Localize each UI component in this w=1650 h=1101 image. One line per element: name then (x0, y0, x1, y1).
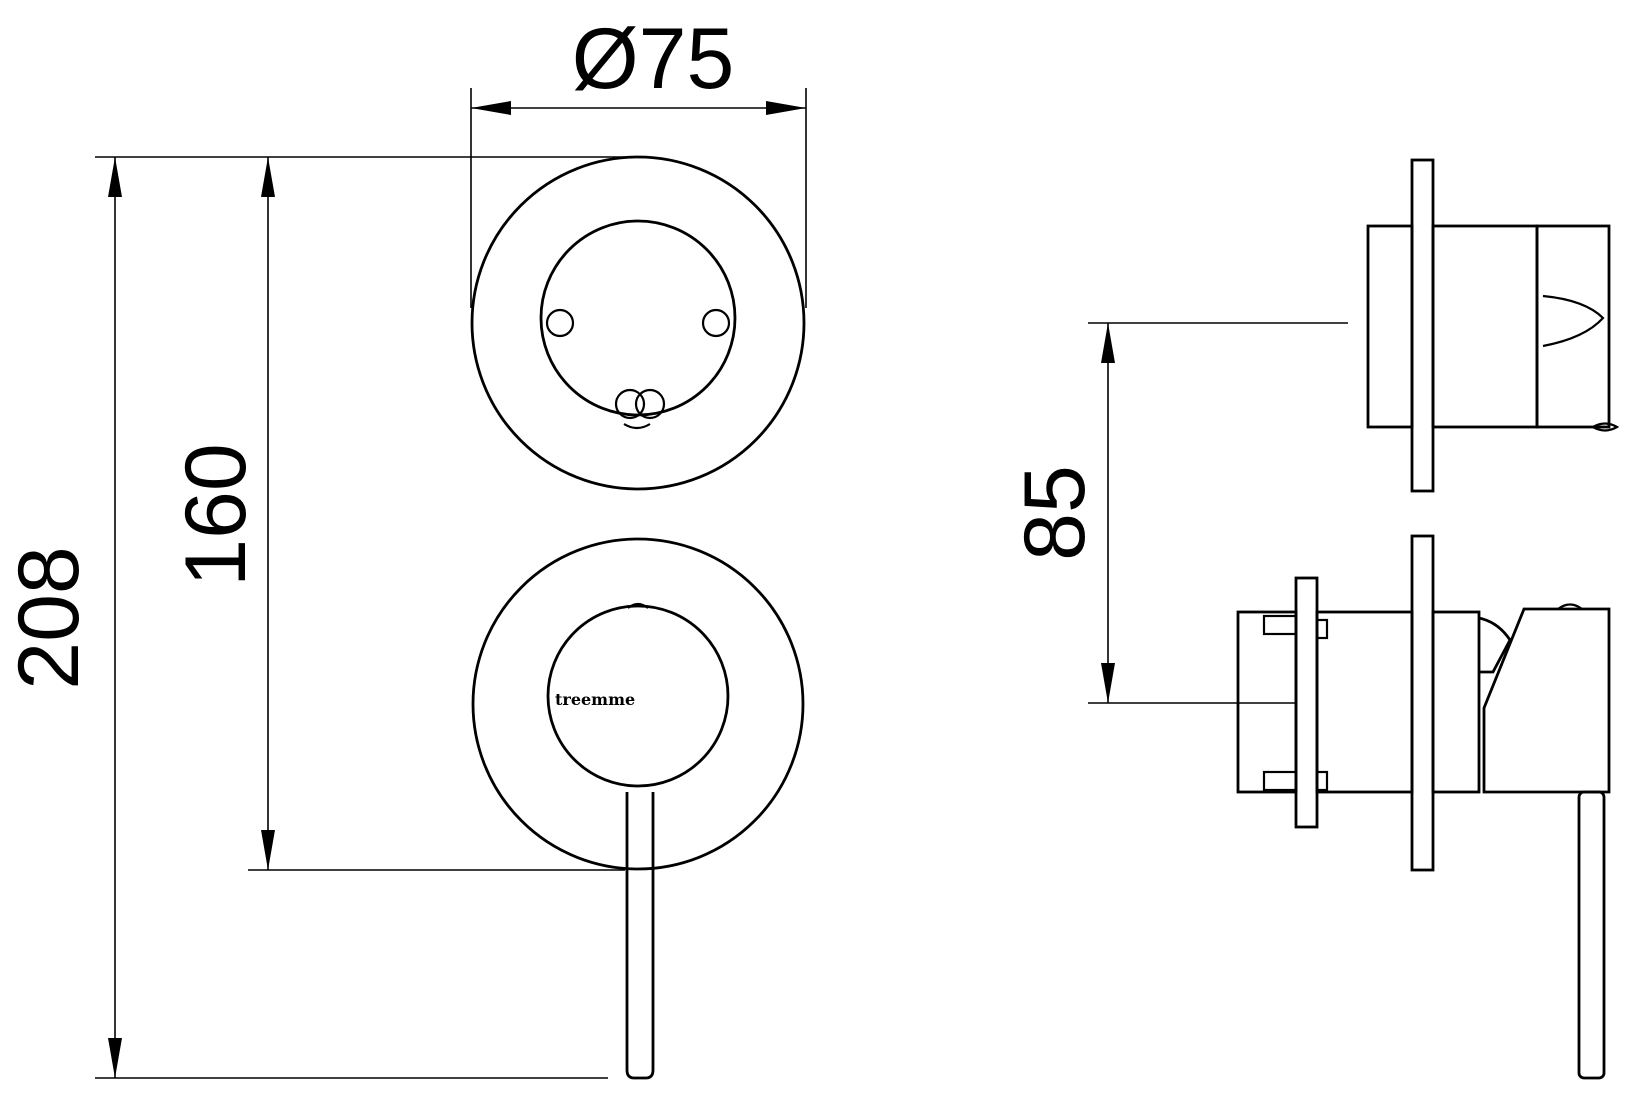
bolt-top-nut-icon (1315, 618, 1329, 640)
handle-top-tip (1557, 603, 1583, 610)
lower-rosette: treemme (471, 537, 805, 1080)
bolt-bottom-nut-icon (1315, 770, 1329, 792)
side-view: 85 (1007, 158, 1620, 1080)
upper-knob-grip (1542, 294, 1605, 348)
lower-flange (1294, 576, 1319, 829)
upper-knob-side (1535, 224, 1611, 429)
lower-handle-cap (546, 604, 730, 788)
upper-rosette-outer (470, 155, 806, 491)
front-view: treemme Ø75 208 160 (1, 11, 807, 1080)
lever-handle (625, 792, 655, 1080)
depth-offset-dimension: 85 (1007, 322, 1348, 704)
diameter-dimension: Ø75 (470, 11, 807, 308)
lower-lever-side (1577, 790, 1606, 1080)
lower-middle-body (1315, 610, 1414, 794)
lower-handle-side (1482, 607, 1611, 794)
total-height-dimension: 208 (1, 156, 625, 1079)
upper-rear-body (1366, 224, 1414, 429)
upper-front-body (1431, 224, 1539, 429)
lower-rear-body (1236, 610, 1298, 794)
lower-wall-plate (1410, 534, 1435, 872)
indicator-ring-right-icon (634, 388, 666, 420)
upper-side-body (1366, 158, 1620, 493)
lower-connector (1478, 616, 1512, 674)
lower-front-body (1431, 610, 1481, 794)
screw-hole-right-icon (701, 308, 731, 338)
lower-side-body (1236, 534, 1611, 1080)
total-height-label: 208 (1, 546, 97, 690)
upper-wall-plate (1410, 158, 1435, 493)
knob-tip (623, 423, 651, 430)
bolt-bottom-icon (1262, 770, 1298, 792)
screw-hole-left-icon (545, 308, 575, 338)
center-distance-dimension: 160 (168, 157, 625, 871)
center-distance-label: 160 (168, 443, 264, 587)
diameter-label: Ø75 (572, 11, 735, 107)
indicator-ring-left-icon (614, 388, 646, 420)
lower-rosette-outer (471, 537, 805, 871)
bolt-top-icon (1262, 614, 1298, 636)
upper-rosette (470, 155, 806, 491)
upper-knob-tip (1592, 422, 1620, 432)
depth-offset-label: 85 (1007, 465, 1103, 561)
upper-knob (539, 219, 737, 417)
brand-label: treemme (555, 690, 635, 709)
cap-top-notch (627, 602, 649, 609)
